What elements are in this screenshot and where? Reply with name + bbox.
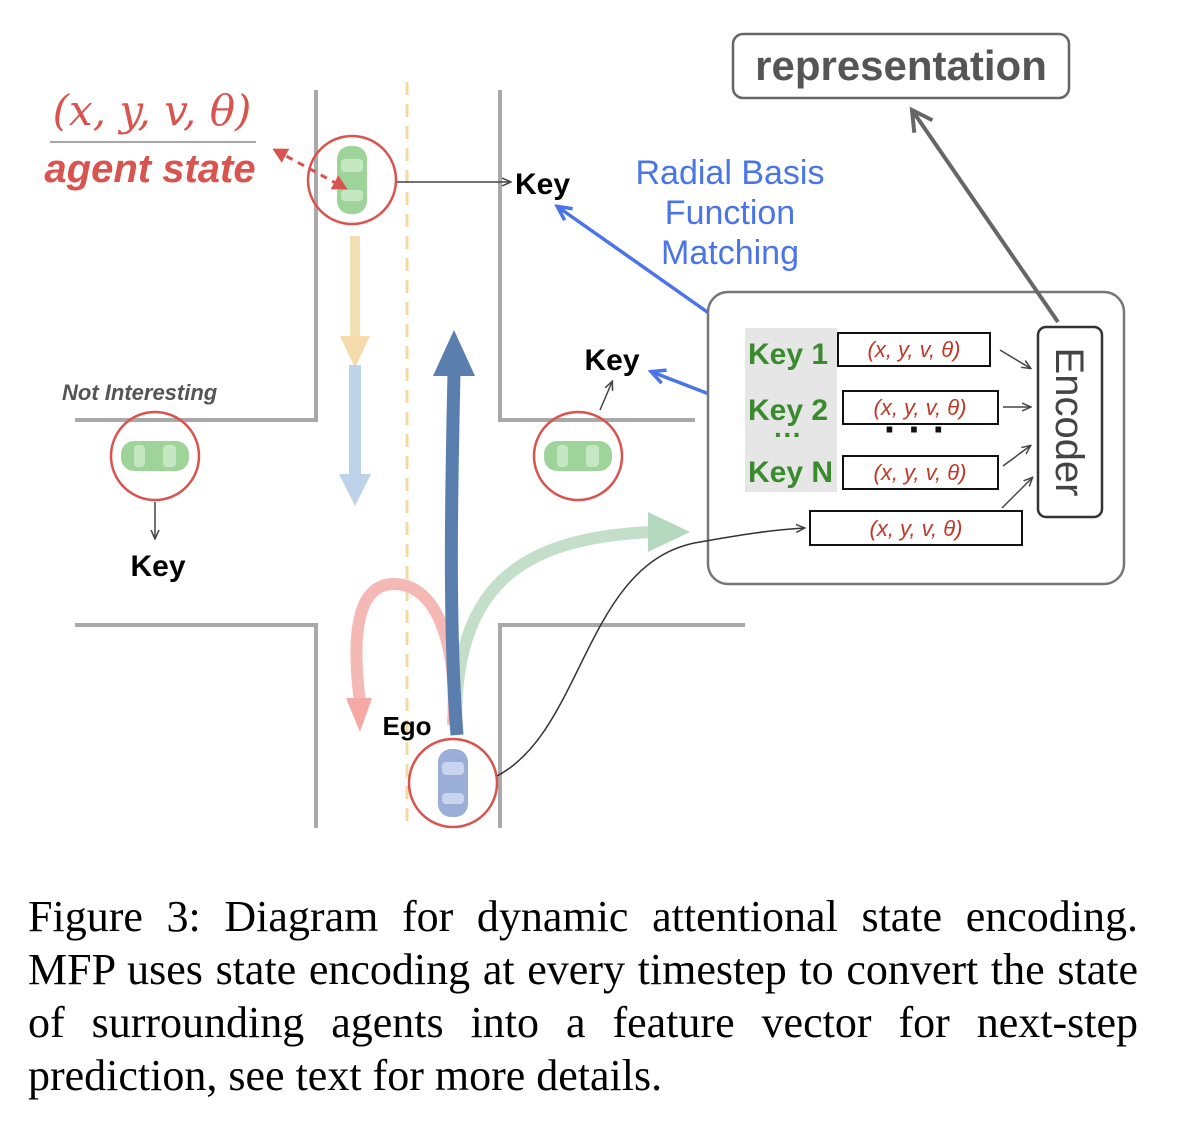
ego-right-turn-path [449, 526, 653, 726]
caption-label: Figure 3: [28, 892, 201, 941]
diagram: (x, y, v, θ) agent state Not Interesting… [44, 32, 1126, 829]
encoder-arrow-1 [999, 349, 1030, 368]
key-n-label: Key N [748, 456, 833, 489]
car-icon [438, 749, 468, 817]
car-icon [544, 441, 612, 471]
state-box-2 [842, 390, 999, 425]
figure-caption: Figure 3: Diagram for dynamic attentiona… [28, 890, 1138, 1102]
road [75, 90, 745, 828]
rbf-label-line2: Function [665, 194, 795, 232]
car-icon [121, 441, 189, 471]
encoder-label: Encoder [1047, 348, 1091, 497]
state-box-n [842, 455, 999, 490]
encoder-arrow-n [1002, 446, 1030, 467]
key-label-top: Key [515, 168, 570, 201]
state-box-ego [809, 510, 1023, 546]
rbf-label-line1: Radial Basis [636, 154, 825, 192]
agent-right [532, 410, 624, 502]
state-formula-top: (x, y, v, θ) [53, 86, 252, 135]
ego-straight-path [444, 371, 464, 736]
state-box-1 [837, 332, 991, 367]
key-ellipsis: ··· [774, 419, 802, 450]
ego-uturn-path [350, 577, 460, 726]
car-icon [337, 146, 367, 214]
rbf-label-line3: Matching [661, 234, 799, 272]
diagram-canvas: (x, y, v, θ) agent state Not Interesting… [44, 32, 1126, 829]
state-formula-n: (x, y, v, θ) [874, 460, 967, 485]
agent-left [109, 410, 201, 502]
state-ellipsis: · · · [884, 408, 946, 452]
representation-label: representation [755, 42, 1047, 89]
agent-state-label: agent state [44, 147, 255, 191]
key-arrow-right [599, 382, 612, 411]
key-label-right: Key [584, 344, 639, 377]
state-formula-2: (x, y, v, θ) [874, 395, 967, 420]
representation-arrow [912, 110, 1060, 324]
encoder-arrow-ego [1001, 478, 1032, 509]
representation-box [731, 32, 1071, 100]
state-formula-ego: (x, y, v, θ) [870, 516, 963, 541]
key-label-left: Key [130, 550, 185, 583]
ego-to-encoder-curve [496, 528, 804, 777]
key-2-label: Key 2 [748, 394, 828, 427]
agent-state-arrow [272, 148, 348, 190]
caption-text: Diagram for dynamic attentional state en… [28, 892, 1139, 1100]
agent-trajectory [339, 236, 371, 506]
encoder-box [1036, 325, 1104, 519]
rbf-arrow-top [558, 207, 730, 328]
not-interesting-label: Not Interesting [62, 380, 218, 405]
ego-vehicle [407, 737, 499, 829]
agent-top [306, 134, 398, 226]
ego-label: Ego [382, 711, 431, 741]
rbf-label: Radial Basis Function Matching [636, 154, 825, 272]
key-column [745, 328, 837, 492]
key-1-label: Key 1 [748, 338, 828, 371]
state-formula-1: (x, y, v, θ) [868, 337, 961, 362]
